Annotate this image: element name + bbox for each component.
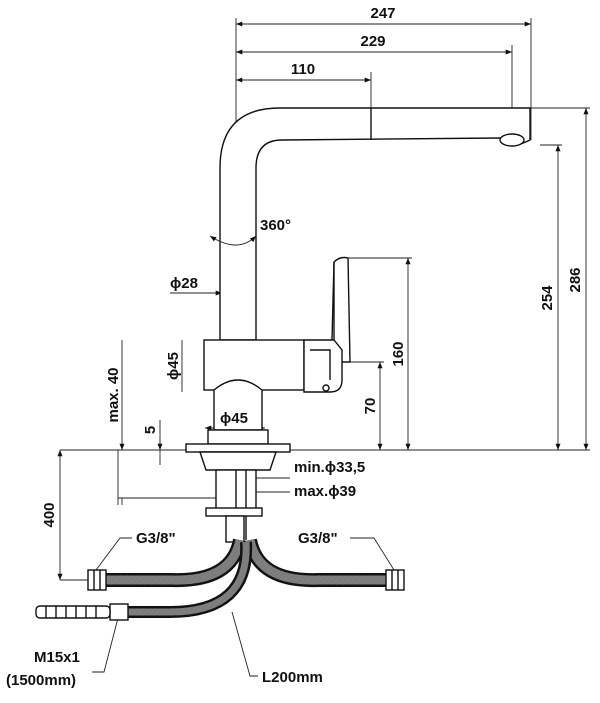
leader-lines xyxy=(92,477,395,677)
faucet-body xyxy=(203,339,305,391)
faucet xyxy=(185,107,531,543)
label-pullout-thread: M15x1 xyxy=(34,649,80,666)
nut-right xyxy=(385,569,405,591)
dim-height-total: 286 xyxy=(567,267,584,292)
dim-height-lever: 160 xyxy=(390,341,407,366)
label-thread-left: G3/8" xyxy=(136,530,176,547)
dimension-labels: 247 229 110 360° ϕ28 ϕ45 ϕ45 max. 40 5 1… xyxy=(6,5,584,689)
dim-gap: 5 xyxy=(142,426,159,434)
lever-handle xyxy=(333,256,351,363)
dim-height-outlet: 70 xyxy=(362,398,379,415)
dim-width-center: 110 xyxy=(291,61,315,78)
dim-rotation: 360° xyxy=(260,217,291,234)
dimension-lines xyxy=(57,21,589,580)
dim-max-thickness: max. 40 xyxy=(105,367,122,422)
label-thread-right: G3/8" xyxy=(298,530,338,547)
dim-height-spout: 254 xyxy=(539,285,556,311)
dim-hole-min: min.ϕ33,5 xyxy=(294,459,365,476)
dim-body-diameter: ϕ45 xyxy=(165,352,182,380)
dim-width-total: 247 xyxy=(370,5,395,22)
dim-tube-diameter: ϕ28 xyxy=(170,275,198,292)
hoses xyxy=(35,538,405,621)
pullout-connector xyxy=(35,603,129,621)
label-hose-length: L200mm xyxy=(262,669,323,686)
nut-left xyxy=(87,569,107,591)
dim-hole-max: max.ϕ39 xyxy=(294,483,356,500)
label-pullout-length: (1500mm) xyxy=(6,672,76,689)
dim-base-diameter: ϕ45 xyxy=(220,410,248,427)
dim-hose-depth: 400 xyxy=(41,502,58,527)
rotation-indicator xyxy=(209,235,257,246)
dim-width-spout: 229 xyxy=(360,33,385,50)
